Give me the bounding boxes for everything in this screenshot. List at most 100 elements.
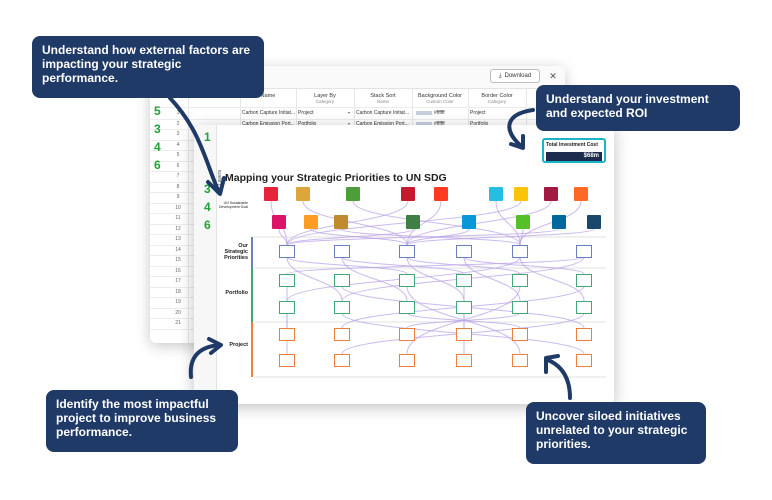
sdg-goal-tile[interactable] — [296, 187, 310, 201]
diagram-node[interactable] — [334, 274, 350, 287]
sdg-goal-tile[interactable] — [489, 187, 503, 201]
row-number[interactable]: 9 — [176, 194, 180, 200]
close-icon[interactable]: ✕ — [549, 71, 557, 81]
row-number[interactable]: 20 — [175, 309, 181, 316]
diagram-node[interactable] — [279, 274, 295, 287]
row-number[interactable]: 10 — [175, 204, 181, 211]
color-swatch[interactable] — [416, 121, 432, 126]
row-number[interactable]: 14 — [175, 246, 181, 253]
sdg-goal-tile[interactable] — [544, 187, 558, 201]
row-number[interactable]: 15 — [175, 257, 181, 263]
sdg-goal-tile[interactable] — [514, 187, 528, 201]
diagram-node[interactable] — [279, 245, 295, 258]
column-header-subtitle: Custom Color — [426, 99, 454, 104]
sdg-goal-tile[interactable] — [574, 187, 588, 201]
download-button[interactable]: ⤓ Download — [490, 69, 540, 83]
cell-border-color[interactable]: Portfolio — [470, 120, 489, 127]
connector-line — [406, 200, 442, 246]
cell-layer[interactable]: Project — [298, 110, 314, 116]
connector-line — [278, 228, 288, 246]
column-header-title: Layer By — [314, 93, 336, 99]
sdg-goal-tile[interactable] — [334, 215, 348, 229]
diagram-node[interactable] — [334, 245, 350, 258]
diagram-node[interactable] — [456, 354, 472, 367]
cell-layer[interactable]: Portfolio — [298, 120, 317, 127]
diagram-node[interactable] — [512, 354, 528, 367]
connector-line — [341, 256, 408, 302]
diagram-node[interactable] — [456, 274, 472, 287]
sdg-goal-tile[interactable] — [346, 187, 360, 201]
diagram-node[interactable] — [334, 301, 350, 314]
sdg-goal-tile[interactable] — [552, 215, 566, 229]
cell-stack[interactable]: Carbon Capture Initiat... — [356, 110, 410, 116]
diagram-node[interactable] — [576, 328, 592, 341]
chevron-down-icon[interactable]: ▾ — [348, 110, 351, 115]
cell-background-color[interactable]: #ffffff — [434, 120, 445, 127]
cell-name[interactable]: Carbon Emission Port... — [242, 120, 295, 127]
diagram-node[interactable] — [576, 245, 592, 258]
sdg-goal-tile[interactable] — [264, 187, 278, 201]
diagram-node[interactable] — [512, 328, 528, 341]
diagram-node[interactable] — [512, 301, 528, 314]
diagram-node[interactable] — [279, 328, 295, 341]
column-header-title: Border Color — [481, 93, 513, 99]
row-number[interactable]: 16 — [175, 267, 181, 274]
row-number[interactable]: 12 — [175, 225, 181, 232]
row-number[interactable]: 1 — [176, 110, 180, 116]
connector-line — [406, 256, 465, 302]
sdg-goal-tile[interactable] — [587, 215, 601, 229]
sdg-goal-tile[interactable] — [434, 187, 448, 201]
color-swatch[interactable] — [416, 111, 432, 115]
row-number[interactable]: 18 — [175, 288, 181, 295]
row-number[interactable]: 13 — [175, 236, 181, 242]
sdg-mapping-diagram — [251, 200, 606, 378]
cell-background-color[interactable]: #ffffff — [434, 110, 445, 116]
row-number[interactable]: 5 — [176, 152, 180, 158]
diagram-node[interactable] — [399, 274, 415, 287]
diagram-node[interactable] — [512, 245, 528, 258]
sdg-goal-tile[interactable] — [401, 187, 415, 201]
arrow-investment — [507, 108, 535, 150]
sdg-goal-tile[interactable] — [272, 215, 286, 229]
row-number[interactable]: 3 — [176, 131, 180, 137]
diagram-node[interactable] — [576, 354, 592, 367]
diagram-node[interactable] — [456, 301, 472, 314]
column-header[interactable]: Name — [240, 93, 296, 99]
row-number[interactable]: 2 — [176, 120, 180, 127]
row-number[interactable]: 11 — [175, 215, 181, 221]
diagram-node[interactable] — [456, 245, 472, 258]
cell-border-color[interactable]: Project — [470, 110, 486, 116]
diagram-node[interactable] — [576, 274, 592, 287]
row-number[interactable]: 19 — [175, 299, 181, 305]
diagram-node[interactable] — [399, 301, 415, 314]
row-number[interactable]: 8 — [176, 183, 180, 190]
diagram-node[interactable] — [399, 245, 415, 258]
row-number[interactable]: 6 — [176, 162, 180, 169]
diagram-node[interactable] — [279, 354, 295, 367]
row-number[interactable]: 17 — [175, 278, 181, 284]
connector-line — [286, 256, 343, 302]
diagram-node[interactable] — [576, 301, 592, 314]
cell-stack[interactable]: Carbon Emission Port... — [356, 120, 409, 127]
row-number[interactable]: 4 — [176, 141, 180, 148]
diagram-node[interactable] — [334, 328, 350, 341]
sdg-goal-tile[interactable] — [516, 215, 530, 229]
diagram-node[interactable] — [399, 354, 415, 367]
diagram-node[interactable] — [399, 328, 415, 341]
sdg-goal-tile[interactable] — [304, 215, 318, 229]
diagram-node[interactable] — [279, 301, 295, 314]
sdg-goal-tile[interactable] — [462, 215, 476, 229]
row-number[interactable]: 7 — [176, 173, 180, 179]
chevron-down-icon[interactable]: ▾ — [348, 120, 351, 126]
diagram-node[interactable] — [456, 328, 472, 341]
row-number[interactable]: 21 — [175, 320, 181, 326]
cell-name[interactable]: Carbon Capture Initiat... — [242, 110, 296, 116]
connector-line — [352, 200, 521, 246]
diagram-node[interactable] — [512, 274, 528, 287]
sdg-goal-tile[interactable] — [406, 215, 420, 229]
diagram-node[interactable] — [334, 354, 350, 367]
